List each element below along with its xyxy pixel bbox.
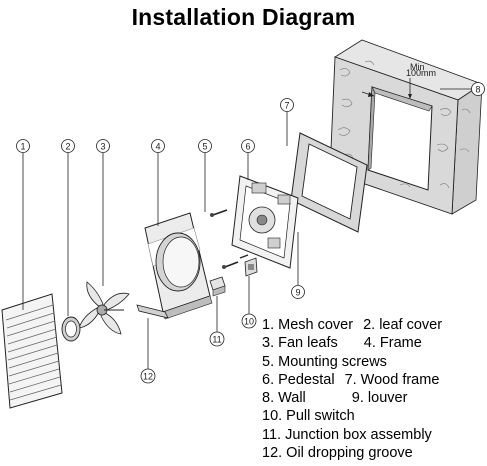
callout-3: 3: [100, 142, 105, 152]
callout-5: 5: [202, 142, 207, 152]
legend-wood-frame: 7. Wood frame: [344, 371, 440, 388]
parts-legend: 1. Mesh cover 2. leaf cover 3. Fan leafs 4…: [262, 316, 486, 462]
legend-row: 5. Mounting screws: [262, 353, 486, 371]
legend-mounting-screws: 5. Mounting screws: [262, 353, 387, 370]
pull-switch-illustration: [244, 257, 258, 277]
callout-6: 6: [245, 142, 250, 152]
legend-wall: 8. Wall: [262, 390, 306, 407]
mounting-screws-illustration: [210, 209, 249, 269]
callout-9: 9: [295, 288, 300, 298]
callout-8: 8: [475, 85, 480, 95]
legend-oil-groove: 12. Oil dropping groove: [262, 445, 413, 462]
wood-frame-illustration: [290, 132, 368, 233]
legend-pull-switch: 10. Pull switch: [262, 408, 355, 425]
legend-row: 8. Wall 9. louver: [262, 389, 486, 407]
legend-row: 3. Fan leafs 4. Frame: [262, 334, 486, 352]
legend-pedestal: 6. Pedestal: [262, 371, 335, 388]
oil-groove-illustration: [136, 304, 169, 319]
wall-note-line2: 100mm: [406, 68, 436, 78]
leaf-cover-illustration: [61, 316, 81, 342]
frame-illustration: [144, 212, 213, 320]
callout-2: 2: [65, 142, 70, 152]
mesh-cover-illustration: [1, 293, 63, 409]
callout-12: 12: [143, 372, 153, 382]
legend-row: 1. Mesh cover 2. leaf cover: [262, 316, 486, 334]
legend-row: 11. Junction box assembly: [262, 426, 486, 444]
legend-fan-leafs: 3. Fan leafs: [262, 335, 338, 352]
wall-note-line1: Min: [410, 62, 425, 72]
callout-4: 4: [155, 142, 160, 152]
legend-mesh-cover: 1. Mesh cover: [262, 317, 354, 333]
pedestal-illustration: [231, 175, 299, 269]
legend-louver: 9. louver: [351, 390, 408, 407]
legend-frame: 4. Frame: [363, 335, 422, 352]
callout-leaders: [22, 88, 472, 369]
callout-markers: 1 2 3 4 5 6 7 8 9 10 11 12: [16, 82, 485, 384]
callout-11: 11: [212, 335, 221, 345]
diagram-title: Installation Diagram: [131, 4, 356, 30]
callout-1: 1: [20, 142, 25, 152]
fan-leafs-illustration: [78, 281, 130, 335]
callout-10: 10: [244, 317, 254, 327]
legend-junction-box: 11. Junction box assembly: [262, 426, 432, 443]
callout-7: 7: [284, 101, 289, 111]
legend-row: 6. Pedestal 7. Wood frame: [262, 371, 486, 389]
junction-box-illustration: [209, 276, 226, 297]
legend-row: 12. Oil dropping groove: [262, 444, 486, 462]
legend-row: 10. Pull switch: [262, 407, 486, 425]
legend-leaf-cover: 2. leaf cover: [363, 317, 443, 333]
